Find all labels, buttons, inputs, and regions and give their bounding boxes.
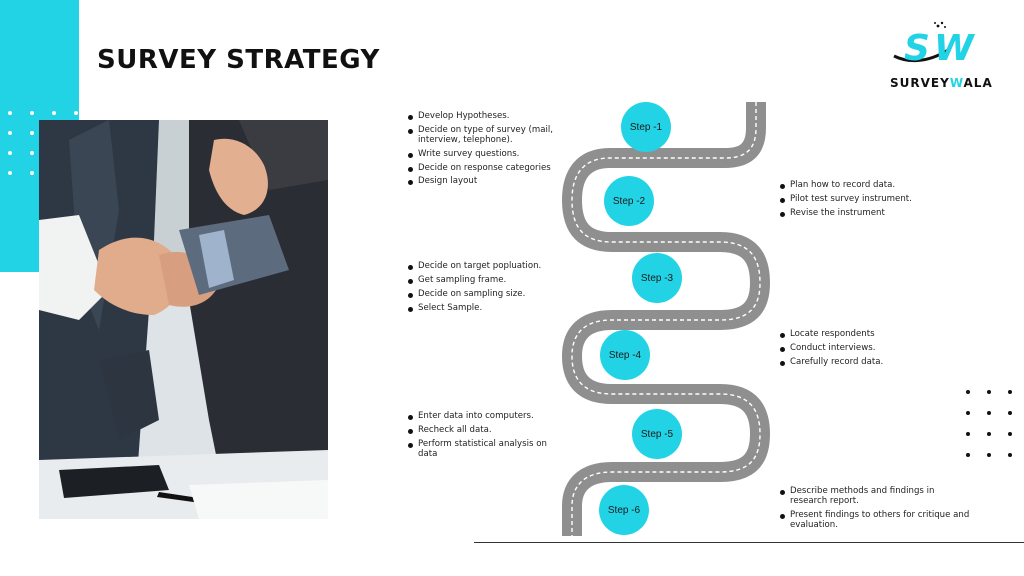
list-item: Decide on response categories xyxy=(408,163,566,174)
step-1-list: Develop Hypotheses. Decide on type of su… xyxy=(408,111,566,191)
step-5-marker: Step -5 xyxy=(632,409,682,459)
svg-text:S: S xyxy=(904,28,930,69)
list-item: Pilot test survey instrument. xyxy=(780,194,960,205)
divider-line xyxy=(474,542,1024,543)
step-2-marker: Step -2 xyxy=(604,176,654,226)
list-item: Decide on target popluation. xyxy=(408,261,566,272)
logo-wordmark: SURVEYWALA xyxy=(890,76,993,90)
list-item: Write survey questions. xyxy=(408,149,566,160)
list-item: Revise the instrument xyxy=(780,208,960,219)
step-3-list: Decide on target popluation. Get samplin… xyxy=(408,261,566,318)
list-item: Enter data into computers. xyxy=(408,411,558,422)
step-4-label: Step -4 xyxy=(608,349,642,361)
list-item: Decide on sampling size. xyxy=(408,289,566,300)
list-item: Develop Hypotheses. xyxy=(408,111,566,122)
step-4-list: Locate respondents Conduct interviews. C… xyxy=(780,329,960,372)
step-5-list: Enter data into computers. Recheck all d… xyxy=(408,411,558,464)
winding-road xyxy=(540,100,800,540)
list-item: Select Sample. xyxy=(408,303,566,314)
surveywala-logo: S W SURVEYWALA xyxy=(886,20,1006,92)
list-item: Locate respondents xyxy=(780,329,960,340)
list-item: Describe methods and findings in researc… xyxy=(780,486,970,507)
decorative-dots-right xyxy=(966,390,1024,474)
list-item: Get sampling frame. xyxy=(408,275,566,286)
step-2-label: Step -2 xyxy=(612,195,646,207)
page-title: SURVEY STRATEGY xyxy=(97,45,380,75)
step-2-list: Plan how to record data. Pilot test surv… xyxy=(780,180,960,223)
list-item: Recheck all data. xyxy=(408,425,558,436)
list-item: Perform statistical analysis on data xyxy=(408,439,558,460)
list-item: Plan how to record data. xyxy=(780,180,960,191)
list-item: Design layout xyxy=(408,176,566,187)
step-6-list: Describe methods and findings in researc… xyxy=(780,486,970,535)
step-5-label: Step -5 xyxy=(640,428,674,440)
logo-mark: S W xyxy=(893,21,976,69)
step-1-marker: Step -1 xyxy=(621,102,671,152)
step-3-label: Step -3 xyxy=(640,272,674,284)
handshake-photo xyxy=(39,120,328,519)
list-item: Present findings to others for critique … xyxy=(780,510,970,531)
step-1-label: Step -1 xyxy=(629,121,663,133)
step-6-label: Step -6 xyxy=(607,504,641,516)
list-item: Decide on type of survey (mail, intervie… xyxy=(408,125,566,146)
list-item: Carefully record data. xyxy=(780,357,960,368)
list-item: Conduct interviews. xyxy=(780,343,960,354)
step-6-marker: Step -6 xyxy=(599,485,649,535)
step-4-marker: Step -4 xyxy=(600,330,650,380)
svg-text:W: W xyxy=(934,28,976,69)
step-3-marker: Step -3 xyxy=(632,253,682,303)
